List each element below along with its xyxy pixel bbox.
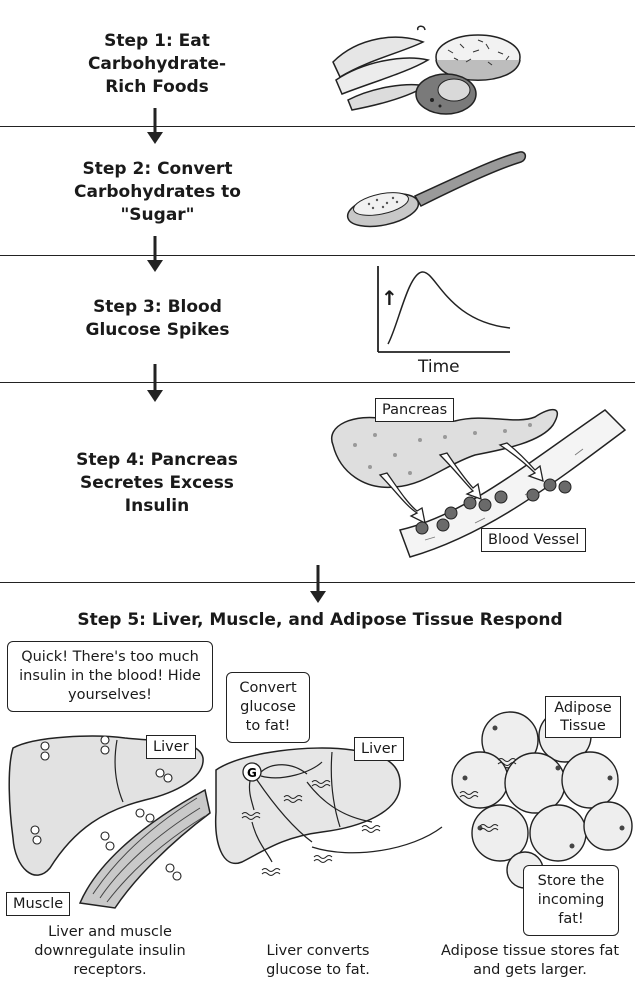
step-2-title: Step 2: Convert Carbohydrates to "Sugar" — [74, 159, 241, 225]
adipose-tissue-illustration — [451, 709, 633, 889]
down-arrow-icon — [147, 364, 163, 402]
liver-muscle-speech-bubble: Quick! There's too much insulin in the b… — [7, 641, 213, 712]
sugar-spoon-illustration — [346, 151, 527, 228]
glucose-up-arrow: ↑ — [381, 286, 398, 310]
caption-right: Adipose tissue stores fat and gets large… — [440, 943, 620, 978]
liver-label-middle: Liver — [354, 737, 404, 761]
adipose-speech-bubble: Store the incoming fat! — [523, 865, 619, 936]
carbohydrate-foods-illustration — [332, 25, 521, 115]
liver-conversion-illustration: G — [214, 747, 443, 876]
caption-left: Liver and muscle downregulate insulin re… — [34, 924, 186, 978]
divider-3 — [0, 382, 635, 383]
liver-label-left: Liver — [146, 735, 196, 759]
liver-muscle-illustration — [8, 735, 211, 909]
caption-middle: Liver converts glucose to fat. — [266, 943, 370, 978]
muscle-label: Muscle — [6, 892, 71, 916]
step-1-title: Step 1: Eat Carbohydrate-Rich Foods — [87, 31, 227, 97]
divider-1 — [0, 126, 635, 127]
adipose-tissue-label: Adipose Tissue — [545, 696, 621, 738]
down-arrow-icon — [310, 565, 326, 603]
glucose-spike-graph — [377, 266, 511, 353]
graph-xlabel: Time — [418, 357, 460, 377]
pancreas-blood-vessel-illustration — [330, 409, 627, 558]
pancreas-label: Pancreas — [375, 398, 455, 422]
blood-vessel-label: Blood Vessel — [481, 528, 587, 552]
liver-speech-bubble: Convert glucose to fat! — [226, 672, 310, 743]
step-5-title: Step 5: Liver, Muscle, and Adipose Tissu… — [77, 610, 563, 630]
down-arrow-icon — [147, 108, 163, 144]
svg-text:G: G — [247, 766, 257, 780]
down-arrow-icon — [147, 236, 163, 272]
step-3-title: Step 3: Blood Glucose Spikes — [85, 297, 230, 340]
divider-2 — [0, 255, 635, 256]
step-4-title: Step 4: Pancreas Secretes Excess Insulin — [76, 450, 238, 516]
